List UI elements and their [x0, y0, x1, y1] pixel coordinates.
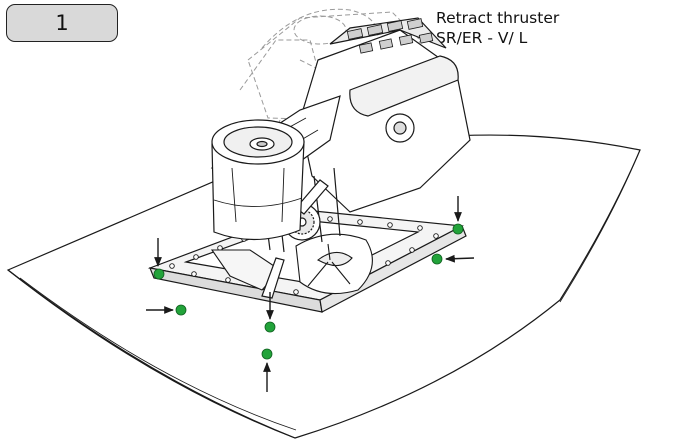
fastener-points [153, 223, 464, 360]
step-number: 1 [55, 11, 69, 35]
motor-bell [211, 119, 305, 241]
fastener-dot-icon [261, 348, 273, 360]
fastener-dot-icon [175, 304, 187, 316]
fastener-dot-icon [452, 223, 464, 235]
step-number-badge: 1 [6, 4, 118, 42]
fastener-dot-icon [431, 253, 443, 265]
drive-unit [210, 17, 471, 299]
title-line-2: SR/ER - V/ L [436, 29, 528, 47]
fastener-arrows [146, 196, 475, 392]
arrow-icon [445, 254, 475, 263]
fastener-dot-icon [153, 268, 165, 280]
propeller-housing [210, 233, 373, 295]
fastener-dot-icon [264, 321, 276, 333]
title-line-1: Retract thruster [436, 9, 560, 27]
diagram-title: Retract thruster SR/ER - V/ L [436, 8, 666, 48]
